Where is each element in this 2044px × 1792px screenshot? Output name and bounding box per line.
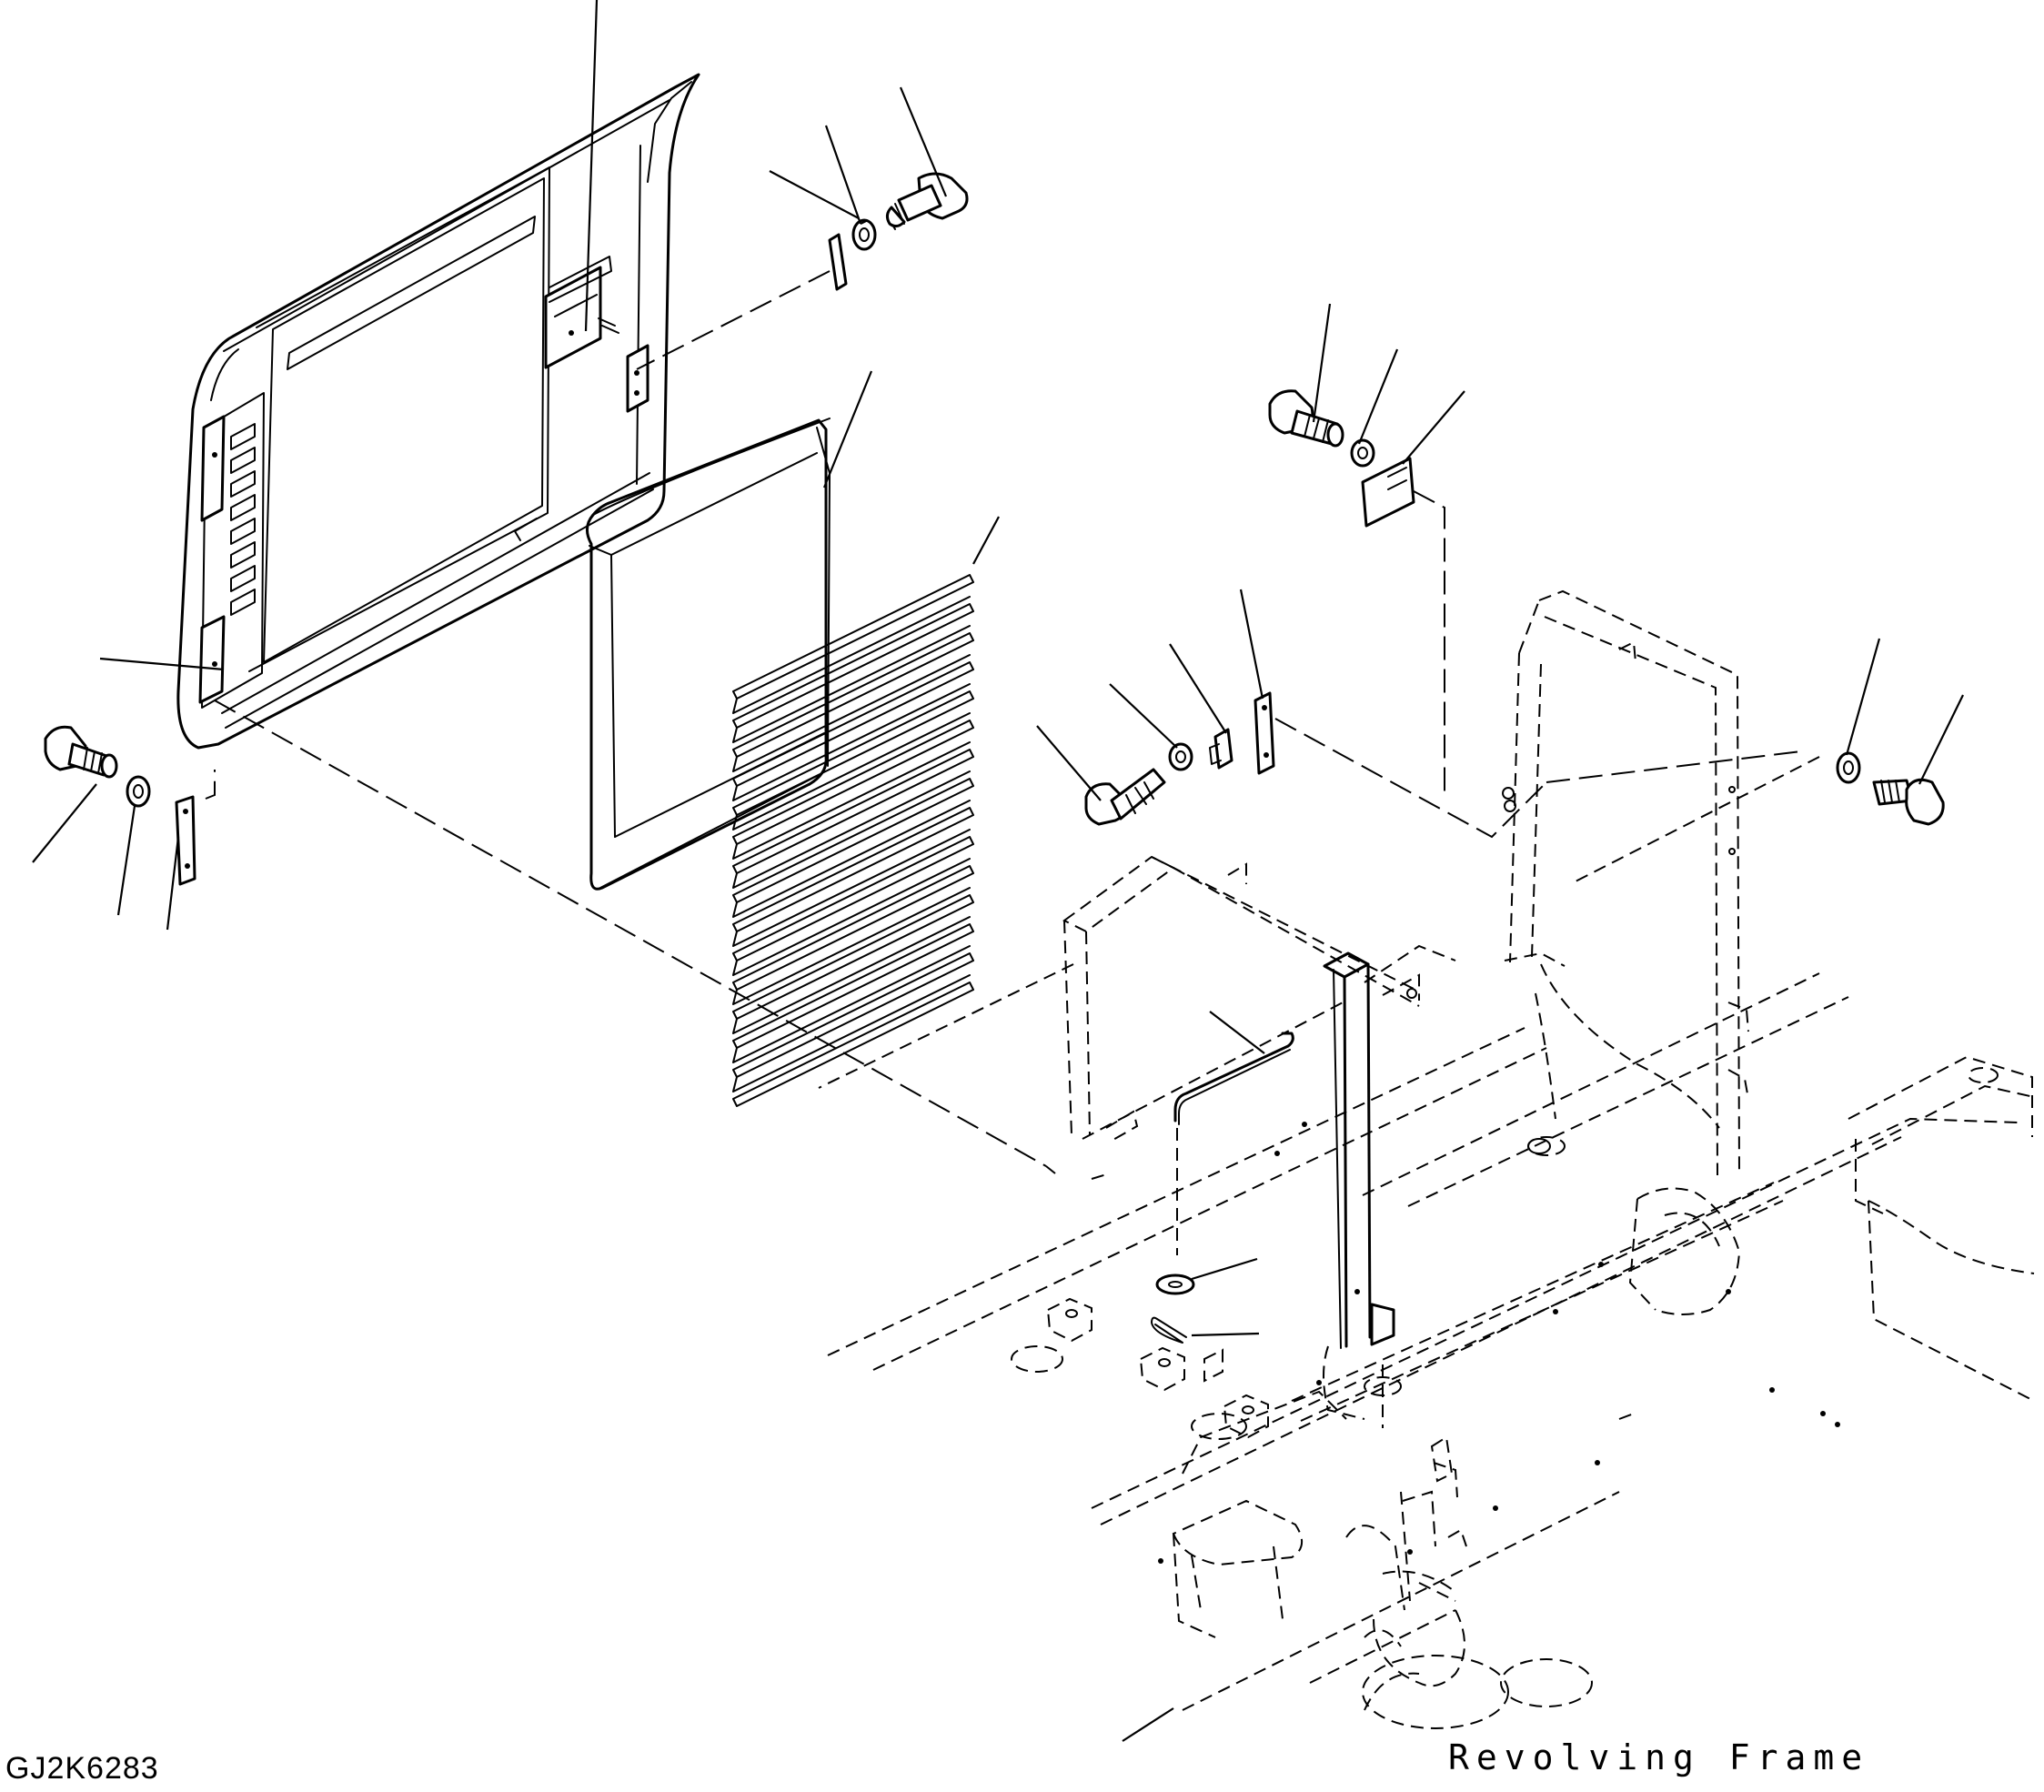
revolving-frame-label: Revolving Frame [1448,1737,1870,1777]
hinge-bolt [44,725,118,779]
hinge-fastener-set [44,725,216,886]
cotter-pin [1151,1316,1187,1344]
left-upright-frame [1062,855,1420,1349]
louver-grille [732,574,974,1107]
striker-fastener-set [1268,389,1445,791]
frame-small-washer [1155,1274,1195,1295]
side-door-panel [176,73,700,750]
catch-bracket [1209,728,1233,770]
hinge-washer [126,775,151,808]
hook-rod [1173,1032,1294,1123]
frame-bolt [1872,778,1945,826]
frame-washer [1836,751,1861,784]
striker-plate [1361,457,1415,528]
catch-bolt [1084,768,1166,826]
striker-bolt [1268,389,1344,448]
drawing-number: GJ2K6283 [5,1751,159,1786]
leader-lines [32,0,1964,1742]
right-upright-frame [1502,589,1749,1176]
latch-washer [851,218,877,251]
catch-plate [1254,691,1275,775]
revolving-frame-base [818,944,2035,1729]
latch-bolt [885,172,969,230]
assembly-lines [214,700,1056,1174]
striker-washer [1350,438,1375,468]
hinge-shim [175,795,196,886]
catch-fastener-set [1084,691,1802,839]
catch-washer [1168,742,1193,771]
latch-shim [828,233,848,291]
screen-panel [586,418,831,891]
latch-fastener-set [636,172,969,370]
frame-fastener-set [1573,751,1945,883]
